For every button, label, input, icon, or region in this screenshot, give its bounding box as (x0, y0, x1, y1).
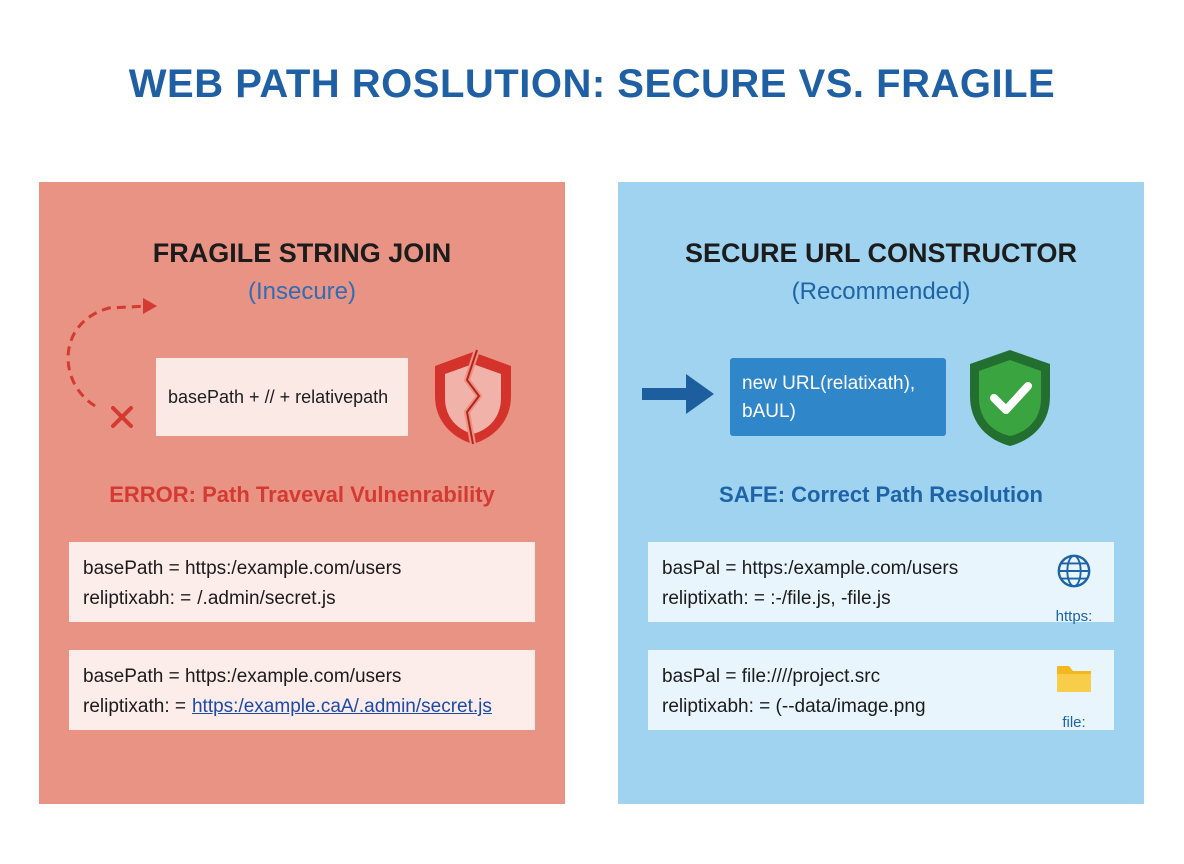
broken-shield-icon (435, 349, 511, 445)
string-join-code: basePath + // + relativepath (156, 358, 408, 436)
fragile-heading: FRAGILE STRING JOIN (152, 238, 452, 268)
example-link[interactable]: https:/example.caA/.admin/secret.js (191, 696, 492, 717)
example-value: /.admin/secret.js (197, 588, 336, 609)
code-line: new URL(relatixath), (742, 373, 916, 394)
secure-example-2: basPal = file:////project.src reliptixab… (648, 650, 1114, 731)
protocol-label: https: (1055, 608, 1093, 625)
secure-panel: SECURE URL CONSTRUCTOR (Recommended) new… (618, 182, 1144, 804)
protocol-badge: file: (1048, 660, 1100, 738)
page-title: WEB PATH ROSLUTION: SECURE VS. FRAGILE (128, 62, 1056, 106)
fragile-status: ERROR: Path Traveval Vulnenrability (109, 482, 495, 507)
secure-subheading: (Recommended) (791, 278, 971, 305)
example-line: basePath = https:/example.com/users (83, 666, 402, 687)
fragile-subheading: (Insecure) (247, 278, 357, 305)
code-line: bAUL) (742, 401, 796, 422)
x-mark-icon (111, 406, 133, 428)
example-label: reliptixath: = (83, 696, 186, 717)
right-arrow-icon (642, 374, 714, 414)
example-line: basPal = https:/example.com/users (662, 558, 959, 579)
secure-status: SAFE: Correct Path Resolution (719, 482, 1043, 507)
example-line: basPal = file:////project.src (662, 666, 881, 687)
fragile-example-2: basePath = https:/example.com/users reli… (69, 650, 535, 730)
example-line: basePath = https:/example.com/users (83, 558, 402, 579)
example-line: reliptixath: = :-/file.js, -file.js (662, 588, 891, 609)
fragile-panel: FRAGILE STRING JOIN (Insecure) basePath … (39, 182, 565, 804)
secure-example-1: basPal = https:/example.com/users relipt… (648, 542, 1114, 625)
protocol-badge: https: (1048, 552, 1100, 632)
globe-icon (1057, 554, 1091, 588)
example-label: reliptixabh: = (83, 588, 192, 609)
check-shield-icon (970, 350, 1050, 446)
url-constructor-code: new URL(relatixath), bAUL) (730, 358, 946, 436)
folder-icon (1057, 666, 1091, 692)
fragile-example-1: basePath = https:/example.com/users reli… (69, 542, 535, 622)
protocol-label: file: (1062, 714, 1086, 731)
example-line: reliptixabh: = (--data/image.png (662, 696, 926, 717)
secure-heading: SECURE URL CONSTRUCTOR (684, 238, 1078, 268)
dashed-curved-arrow-icon (66, 298, 157, 408)
